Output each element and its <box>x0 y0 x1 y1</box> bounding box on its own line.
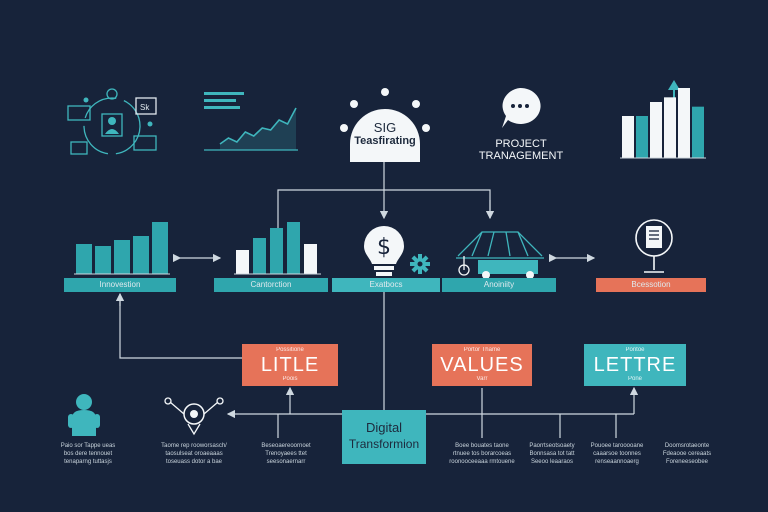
lettre-box: Pontoe LETTRE Pone <box>584 344 686 386</box>
litle-box: Possitione LITLE Poois <box>242 344 338 386</box>
caption-2: Taome rep rooworsasch/ taosulseat oroaea… <box>148 442 240 466</box>
loop-to-innovestion <box>119 296 242 359</box>
caption-4-line-1: Boee bouates taone <box>455 443 509 449</box>
text-lines-icon <box>204 92 244 109</box>
chat-bubble-icon <box>502 87 541 128</box>
caption-1-line-3: tenaparng tuttasjs <box>64 459 112 465</box>
digital-line1: Digital <box>365 420 403 435</box>
caption-6: Pouoee tarooooane caaarsoe toonnes rense… <box>586 442 648 466</box>
chart-bar <box>76 244 92 274</box>
caption-1-line-2: bos dere tennouet <box>63 451 113 457</box>
litle-title: LITLE <box>260 354 320 376</box>
caption-4-line-3: roonooceeaaa rmtouene <box>449 459 515 465</box>
chart-bar <box>636 116 648 158</box>
sig-bubble-icon <box>340 88 430 162</box>
litle-bottom-text: Poois <box>282 376 298 382</box>
connected-nodes-icon <box>164 397 224 436</box>
caption-3-line-1: Beseoaereoornoet <box>261 443 311 449</box>
chart-bar <box>692 106 704 158</box>
bubble-line2: Teasfirating <box>354 135 416 147</box>
lettre-bottom-text: Pone <box>627 376 642 382</box>
caption-6-line-3: renseaannoaerg <box>595 459 639 465</box>
lettre-top-text: Pontoe <box>625 347 645 353</box>
digital-line2: Transformion <box>348 437 420 451</box>
caption-7-line-3: Foreneeseobee <box>665 459 709 465</box>
label-innovestion: Innovestion <box>64 278 176 292</box>
caption-3-line-2: Trenoyaees ttet <box>265 451 307 457</box>
caption-5-line-2: Bonnsasa tot tatt <box>529 451 575 457</box>
svg-text:Sk: Sk <box>140 103 150 112</box>
person-icon <box>68 394 100 436</box>
chart-line-area <box>220 108 296 150</box>
network-people-icon: Sk <box>67 88 157 155</box>
project-line2: TRANAGEMENT <box>478 150 564 162</box>
chart-bar <box>287 222 300 274</box>
caption-5-line-1: Paorrtseotsoaety <box>529 443 575 449</box>
caption-4-line-2: rtnuee tos borarcoeas <box>452 451 512 457</box>
label-bcessotion: Bcessotion <box>596 278 706 292</box>
values-title: VALUES <box>440 354 524 376</box>
caption-6-line-2: caaarsoe toonnes <box>593 451 641 457</box>
growth-line-chart <box>204 92 298 151</box>
chart-bar <box>650 102 662 158</box>
values-box: Portor Thame VALUES Varr <box>432 344 532 386</box>
buildings-bar-chart <box>620 80 706 159</box>
up-arrow-icon <box>668 80 680 90</box>
chart-bar <box>152 222 168 274</box>
caption-1-line-1: Paio sor Tappe ueas <box>60 443 116 449</box>
bridge-infrastructure-icon <box>456 231 544 279</box>
caption-3: Beseoaereoornoet Trenoyaees ttet seesona… <box>252 442 320 466</box>
caption-2-line-1: Taome rep rooworsasch/ <box>161 443 227 449</box>
sig-bubble-text: SIG Teasfirating <box>344 120 426 148</box>
caption-6-line-1: Pouoee tarooooane <box>590 443 644 449</box>
caption-3-line-3: seesonaernarr <box>266 459 306 465</box>
chart-bar <box>133 236 149 274</box>
chart-bar <box>622 116 634 158</box>
caption-1: Paio sor Tappe ueas bos dere tennouet te… <box>50 442 126 466</box>
chart-bar <box>236 250 249 274</box>
litle-top-text: Possitione <box>276 347 304 353</box>
chart-bar <box>270 228 283 274</box>
caption-2-line-2: taosulseat oroaeaaas <box>165 451 223 457</box>
innovation-bar-chart <box>74 222 170 275</box>
project-line1: PROJECT <box>495 138 547 150</box>
project-management-text: PROJECT TRANAGEMENT <box>466 138 576 162</box>
lettre-title: LETTRE <box>593 354 677 376</box>
caption-7: Doomsrotaeonte Fdeaooe cereaats Forenees… <box>652 442 722 466</box>
caption-4: Boee bouates taone rtnuee tos borarcoeas… <box>448 442 516 466</box>
caption-7-line-1: Doomsrotaeonte <box>664 443 710 449</box>
chart-line-series <box>219 107 297 145</box>
bubble-line1: SIG <box>373 120 397 135</box>
caption-7-line-2: Fdeaooe cereaats <box>662 451 712 457</box>
chart-bar <box>304 244 317 274</box>
construction-bar-chart <box>234 222 321 275</box>
chart-bar <box>678 88 690 158</box>
svg-text:$: $ <box>377 235 391 260</box>
gear-small-icon <box>410 254 430 274</box>
chart-bar <box>114 240 130 274</box>
caption-5: Paorrtseotsoaety Bonnsasa tot tatt Seeoo… <box>520 442 584 466</box>
digital-transformation-box: Digital Transformion <box>342 410 426 464</box>
lightbulb-dollar-icon: $ <box>364 226 430 276</box>
label-cantorction: Cantorction <box>214 278 328 292</box>
caption-5-line-3: Seeoo leaaraos <box>530 459 574 465</box>
microphone-document-icon <box>635 219 673 273</box>
label-exatbocs: Exatbocs <box>332 278 440 292</box>
label-anoiniity: Anoiniity <box>442 278 556 292</box>
chart-bar <box>253 238 266 274</box>
chart-bar <box>95 246 111 274</box>
values-top-text: Portor Thame <box>463 347 501 353</box>
caption-2-line-3: toseuass dotor a bae <box>165 459 223 465</box>
chart-bar <box>664 97 676 158</box>
values-bottom-text: Varr <box>476 376 488 382</box>
